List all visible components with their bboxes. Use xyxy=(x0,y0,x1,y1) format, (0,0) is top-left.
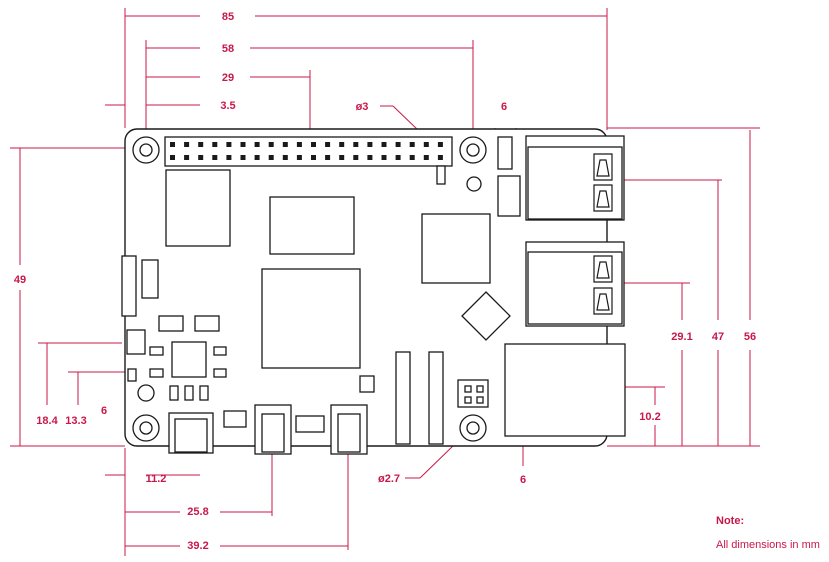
label-micro-hdmi-y: 13.3 xyxy=(65,415,86,427)
gpio-pin xyxy=(198,155,204,160)
gpio-pin xyxy=(367,155,373,160)
display-connector xyxy=(121,255,137,317)
gpio-pin xyxy=(212,142,218,147)
gpio-pin xyxy=(268,155,274,160)
gpio-pin xyxy=(353,155,359,160)
gpio-pin xyxy=(311,155,316,160)
mounting-holes xyxy=(132,136,487,442)
gpio-pin xyxy=(170,142,175,147)
poe-header xyxy=(457,379,489,408)
gpio-pin xyxy=(423,155,429,160)
usb-tabs xyxy=(593,153,613,315)
dimension-labels: 85 58 29 3.5 ø3 6 56 49 29.1 47 10.2 6 ø… xyxy=(14,11,756,552)
gpio-pin xyxy=(296,155,302,160)
label-hole-spacing-x: 58 xyxy=(222,43,234,55)
label-usb-offset: 6 xyxy=(501,101,507,113)
gpio-pin xyxy=(226,155,232,160)
gpio-pin xyxy=(409,142,415,147)
gpio-pin xyxy=(170,155,175,160)
gpio-pin xyxy=(226,142,232,147)
gpio-pin xyxy=(409,155,415,160)
gpio-pin xyxy=(395,142,401,147)
gpio-pin xyxy=(395,155,401,160)
label-left-margin: 6 xyxy=(101,405,107,417)
gpio-header xyxy=(164,136,453,167)
label-height-overall: 56 xyxy=(744,331,756,343)
ethernet-port xyxy=(504,343,626,437)
label-hdmi0-x: 25.8 xyxy=(187,506,208,518)
label-gpio-center: 29 xyxy=(222,72,234,84)
gpio-pin xyxy=(198,142,204,147)
gpio-pin xyxy=(240,155,246,160)
wireless-module xyxy=(269,196,355,255)
label-test-hole-dia: ø2.7 xyxy=(378,473,400,485)
label-hole-spacing-y: 49 xyxy=(14,274,26,286)
gpio-pin xyxy=(381,155,387,160)
display-connector-2 xyxy=(428,351,444,445)
gpio-pin xyxy=(184,155,190,160)
gpio-pin xyxy=(381,142,387,147)
usb-controller xyxy=(421,213,491,284)
gpio-pin xyxy=(282,142,288,147)
gpio-pin xyxy=(268,142,274,147)
dimension-lines xyxy=(10,8,760,556)
label-usb-lower: 29.1 xyxy=(671,331,692,343)
gpio-pin xyxy=(325,155,331,160)
label-width-overall: 85 xyxy=(222,11,234,23)
gpio-pin xyxy=(254,155,260,160)
label-ethernet: 10.2 xyxy=(639,411,660,423)
gpio-pin xyxy=(254,142,260,147)
ethernet-controller xyxy=(461,291,511,341)
label-hdmi1-x: 39.2 xyxy=(187,540,208,552)
gpio-pin xyxy=(353,142,359,147)
gpio-pin xyxy=(240,142,246,147)
gpio-pin xyxy=(184,142,190,147)
processor-heatsink xyxy=(261,268,361,369)
gpio-pin xyxy=(325,142,331,147)
small-hole-left xyxy=(137,384,155,402)
test-hole xyxy=(466,176,482,192)
label-power-x: 11.2 xyxy=(146,473,167,485)
gpio-pin xyxy=(282,155,288,160)
gpio-pin xyxy=(423,142,429,147)
gpio-pin xyxy=(437,155,443,160)
label-audio-y: 18.4 xyxy=(36,415,58,427)
note-body: All dimensions in mm xyxy=(716,539,820,551)
label-usb-upper: 47 xyxy=(712,331,724,343)
gpio-pin xyxy=(339,142,345,147)
gpio-pin xyxy=(311,142,316,147)
label-mount-hole-dia: ø3 xyxy=(356,101,369,113)
label-hole-offset-x: 3.5 xyxy=(220,100,235,112)
label-ethernet-offset: 6 xyxy=(520,474,526,486)
gpio-pin xyxy=(339,155,345,160)
ram-chip xyxy=(165,169,231,247)
gpio-pin xyxy=(437,142,443,147)
camera-connector xyxy=(395,351,411,445)
gpio-pin xyxy=(367,142,373,147)
gpio-pin xyxy=(212,155,218,160)
gpio-pin xyxy=(296,142,302,147)
note-title: Note: xyxy=(716,515,745,527)
